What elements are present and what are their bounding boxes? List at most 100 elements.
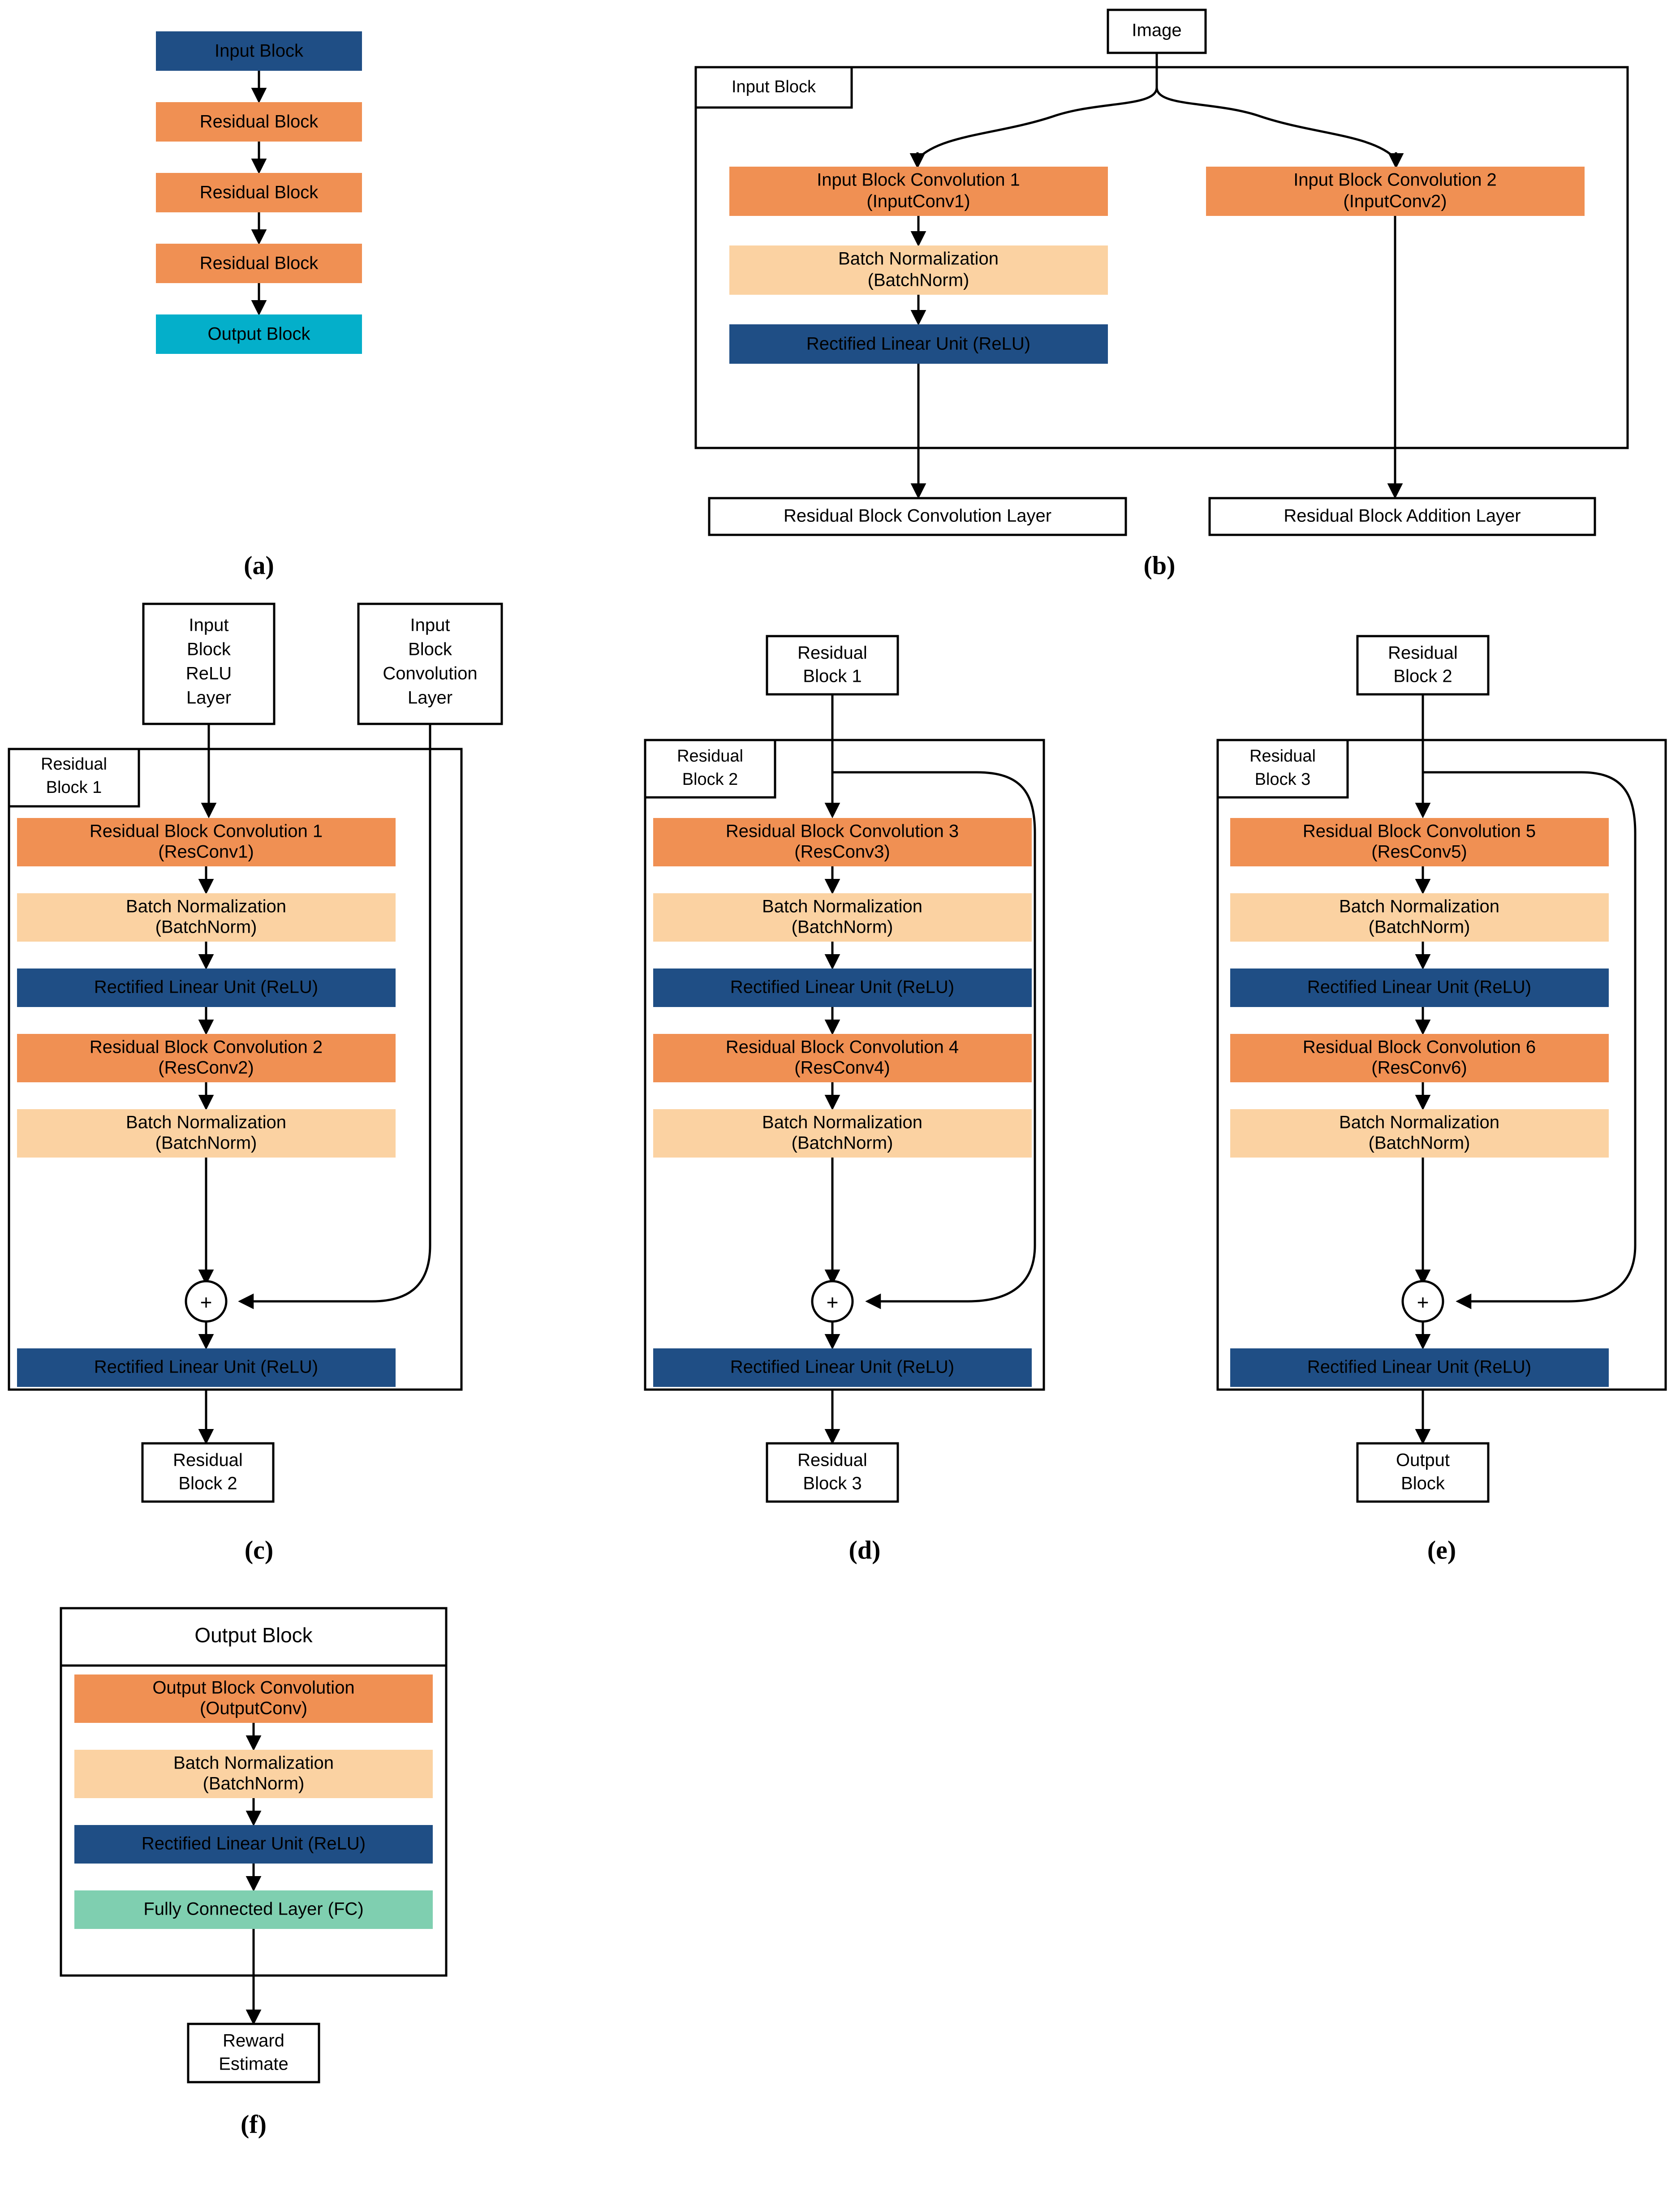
panel-a-block-2-rect[interactable] bbox=[156, 173, 362, 212]
panel-b-frame-label-box bbox=[694, 66, 853, 109]
panel-e-output-rect[interactable] bbox=[1356, 1442, 1490, 1503]
panel-f-output-1: Estimate bbox=[219, 2054, 289, 2074]
panel-d-layer-2-rect[interactable] bbox=[653, 969, 1032, 1007]
panel-d-output-rect[interactable] bbox=[766, 1442, 899, 1503]
panel-d-post-add-rect[interactable] bbox=[653, 1348, 1032, 1387]
panel-d-layer-2-line1: Rectified Linear Unit (ReLU) bbox=[730, 977, 954, 997]
panel-f-layer-0-line1: Output Block Convolution bbox=[152, 1678, 354, 1698]
panel-d-layer-1-line2: (BatchNorm) bbox=[792, 917, 893, 937]
panel-e-layer-3-line2: (ResConv6) bbox=[1371, 1058, 1467, 1078]
panel-b-frame-label: Input Block bbox=[732, 77, 816, 96]
panel-e-output-0: Output bbox=[1396, 1451, 1450, 1470]
panel-e-layer-4-line1: Batch Normalization bbox=[1339, 1113, 1499, 1132]
panel-e-layer-1-line2: (BatchNorm) bbox=[1369, 917, 1470, 937]
panel-f-output-0: Reward bbox=[223, 2031, 284, 2051]
panel-f-layer-1-line1: Batch Normalization bbox=[173, 1753, 334, 1773]
panel-b-split-left bbox=[917, 53, 1158, 160]
panel-f: Output Block Output Block Convolution (O… bbox=[60, 1607, 448, 2139]
panel-b-caption: (b) bbox=[1144, 551, 1176, 580]
panel-e-skip-path bbox=[1423, 771, 1637, 1303]
panel-d-layer-3-rect[interactable] bbox=[653, 1034, 1032, 1082]
panel-c-layer-3-line1: Residual Block Convolution 2 bbox=[90, 1037, 323, 1057]
panel-d-layer-1-rect[interactable] bbox=[653, 893, 1032, 942]
panel-c-post-add-label: Rectified Linear Unit (ReLU) bbox=[94, 1357, 318, 1377]
panel-e-layer-2-rect[interactable] bbox=[1230, 969, 1609, 1007]
panel-c-layer-0-line2: (ResConv1) bbox=[158, 842, 254, 862]
panel-d-skip-path bbox=[832, 771, 1036, 1303]
panel-c-input-right-0: Input bbox=[410, 616, 450, 635]
panel-d-output-0: Residual bbox=[797, 1451, 867, 1470]
panel-b-left-1-rect[interactable] bbox=[729, 245, 1108, 295]
panel-a-block-4-rect[interactable] bbox=[156, 314, 362, 354]
panel-a-block-3-rect[interactable] bbox=[156, 244, 362, 283]
panel-f-output-rect[interactable] bbox=[187, 2023, 320, 2083]
panel-f-layer-1-line2: (BatchNorm) bbox=[203, 1774, 305, 1794]
panel-d-input-1: Block 1 bbox=[803, 667, 862, 686]
panel-b-image-node-label: Image bbox=[1132, 21, 1181, 40]
panel-e-layer-0-rect[interactable] bbox=[1230, 818, 1609, 866]
panel-a-block-3-label: Residual Block bbox=[200, 254, 319, 273]
panel-c-layer-2-line1: Rectified Linear Unit (ReLU) bbox=[94, 977, 318, 997]
panel-f-layer-2-rect[interactable] bbox=[74, 1825, 433, 1864]
panel-d-layer-4-rect[interactable] bbox=[653, 1109, 1032, 1158]
panel-c-input-right-rect[interactable] bbox=[357, 603, 503, 725]
panel-b-left-0-line2: (InputConv1) bbox=[866, 192, 970, 211]
panel-c-input-right-2: Convolution bbox=[383, 664, 477, 684]
panel-d-layer-0-line1: Residual Block Convolution 3 bbox=[726, 822, 959, 841]
panel-e-frame-label-1: Block 3 bbox=[1255, 770, 1311, 789]
panel-d-caption: (d) bbox=[849, 1535, 881, 1564]
panel-e-layer-2-line1: Rectified Linear Unit (ReLU) bbox=[1307, 977, 1531, 997]
panel-e-input-0: Residual bbox=[1388, 643, 1458, 663]
panel-c-layer-4-rect[interactable] bbox=[17, 1109, 396, 1158]
panel-f-layer-2-line1: Rectified Linear Unit (ReLU) bbox=[142, 1834, 366, 1854]
panel-a-block-0-rect[interactable] bbox=[156, 31, 362, 71]
panel-d-layer-4-line2: (BatchNorm) bbox=[792, 1133, 893, 1153]
panel-e-output-1: Block bbox=[1401, 1474, 1445, 1494]
panel-f-layer-3-rect[interactable] bbox=[74, 1890, 433, 1929]
panel-e-layer-3-line1: Residual Block Convolution 6 bbox=[1303, 1037, 1536, 1057]
panel-d-layer-0-rect[interactable] bbox=[653, 818, 1032, 866]
panel-d-post-add-label: Rectified Linear Unit (ReLU) bbox=[730, 1357, 954, 1377]
panel-e-layer-0-line2: (ResConv5) bbox=[1371, 842, 1467, 862]
panel-e-layer-1-rect[interactable] bbox=[1230, 893, 1609, 942]
panel-f-layer-0-rect[interactable] bbox=[74, 1674, 433, 1723]
panel-e-frame-label-0: Residual bbox=[1249, 747, 1316, 766]
panel-b-left-0-rect[interactable] bbox=[729, 167, 1108, 216]
panel-b-right-0-rect[interactable] bbox=[1206, 167, 1585, 216]
panel-c-layer-0-rect[interactable] bbox=[17, 818, 396, 866]
panel-f-layer-0-line2: (OutputConv) bbox=[200, 1699, 307, 1718]
panel-e-post-add-rect[interactable] bbox=[1230, 1348, 1609, 1387]
panel-e-layer-0-line1: Residual Block Convolution 5 bbox=[1303, 822, 1536, 841]
panel-c-add-node-label: + bbox=[200, 1291, 212, 1314]
panel-e-input-rect[interactable] bbox=[1356, 635, 1490, 696]
panel-c-layer-1-rect[interactable] bbox=[17, 893, 396, 942]
panel-d-input-rect[interactable] bbox=[766, 635, 899, 696]
panel-c-input-left-2: ReLU bbox=[186, 664, 232, 684]
panel-b-left-1-line1: Batch Normalization bbox=[838, 249, 999, 269]
panel-c-layer-3-line2: (ResConv2) bbox=[158, 1058, 254, 1078]
panel-b-output-0-rect[interactable] bbox=[708, 497, 1127, 536]
panel-c-caption: (c) bbox=[245, 1535, 273, 1564]
panel-e-layer-4-rect[interactable] bbox=[1230, 1109, 1609, 1158]
panel-a-block-1-rect[interactable] bbox=[156, 102, 362, 142]
panel-b-output-1-label: Residual Block Addition Layer bbox=[1284, 506, 1521, 526]
panel-c-layer-1-line2: (BatchNorm) bbox=[155, 917, 257, 937]
panel-c-post-add-rect[interactable] bbox=[17, 1348, 396, 1387]
panel-b-output-1-rect[interactable] bbox=[1208, 497, 1596, 536]
panel-b-split-right bbox=[1155, 87, 1397, 160]
panel-c-layer-2-rect[interactable] bbox=[17, 969, 396, 1007]
panel-d: Residual Block 1 Residual Block 2 Residu… bbox=[644, 635, 1045, 1564]
panel-f-layer-1-rect[interactable] bbox=[74, 1750, 433, 1798]
panel-c-input-left-3: Layer bbox=[186, 688, 231, 708]
panel-c-output-rect[interactable] bbox=[141, 1442, 275, 1503]
panel-e-layer-3-rect[interactable] bbox=[1230, 1034, 1609, 1082]
panel-b-left-2-rect[interactable] bbox=[729, 324, 1108, 364]
panel-c-frame-label-0: Residual bbox=[41, 755, 107, 774]
panel-d-frame-label-1: Block 2 bbox=[682, 770, 738, 789]
panel-e-caption: (e) bbox=[1427, 1535, 1456, 1564]
panel-c-input-left-1: Block bbox=[187, 640, 231, 659]
panel-c-layer-3-rect[interactable] bbox=[17, 1034, 396, 1082]
panel-c-layer-4-line1: Batch Normalization bbox=[126, 1113, 286, 1132]
panel-c-input-right-1: Block bbox=[408, 640, 452, 659]
panel-d-input-0: Residual bbox=[797, 643, 867, 663]
